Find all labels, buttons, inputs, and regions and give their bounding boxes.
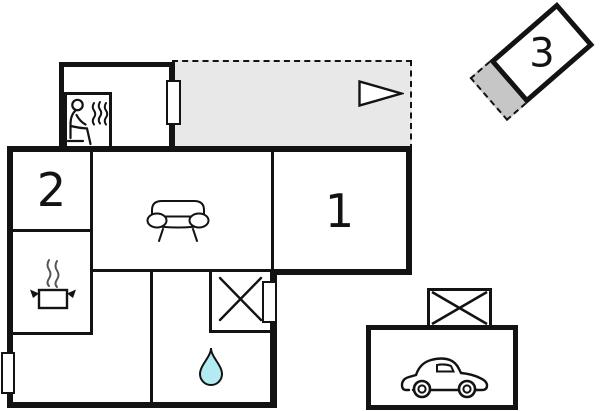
room-1-label: 1 bbox=[324, 183, 355, 238]
interior-wall bbox=[93, 269, 270, 272]
wall bbox=[7, 146, 13, 408]
shower-cross-icon bbox=[218, 276, 263, 322]
garage-cross-icon bbox=[431, 291, 488, 325]
sofa-icon bbox=[146, 200, 210, 242]
garage bbox=[366, 325, 518, 410]
car-icon bbox=[400, 357, 489, 399]
terrace-area bbox=[172, 60, 412, 150]
garage-roof-box bbox=[427, 288, 492, 328]
cooking-pot-icon bbox=[30, 259, 76, 310]
door-window-marker bbox=[166, 80, 181, 125]
sauna-cabin bbox=[64, 92, 112, 150]
interior-wall bbox=[271, 152, 274, 269]
wall bbox=[7, 146, 412, 152]
wall bbox=[59, 62, 175, 67]
room-2-label: 2 bbox=[36, 162, 67, 217]
wall bbox=[406, 146, 412, 275]
wall bbox=[59, 62, 64, 150]
direction-triangle-icon bbox=[358, 80, 404, 108]
steam-icon bbox=[46, 259, 60, 288]
interior-wall bbox=[13, 332, 93, 335]
annex-building: 3 bbox=[469, 1, 595, 122]
interior-wall bbox=[150, 272, 153, 402]
door-window-marker bbox=[1, 352, 15, 394]
wall bbox=[7, 402, 277, 408]
shower-box bbox=[209, 272, 272, 333]
sauna-icon bbox=[67, 98, 109, 146]
interior-wall bbox=[90, 150, 93, 335]
water-drop-icon bbox=[198, 347, 224, 386]
heat-waves-icon bbox=[91, 101, 109, 126]
wall bbox=[270, 269, 277, 408]
interior-wall bbox=[13, 229, 90, 232]
door-window-marker bbox=[262, 281, 277, 323]
wall bbox=[270, 269, 412, 275]
annex-label: 3 bbox=[529, 29, 555, 76]
